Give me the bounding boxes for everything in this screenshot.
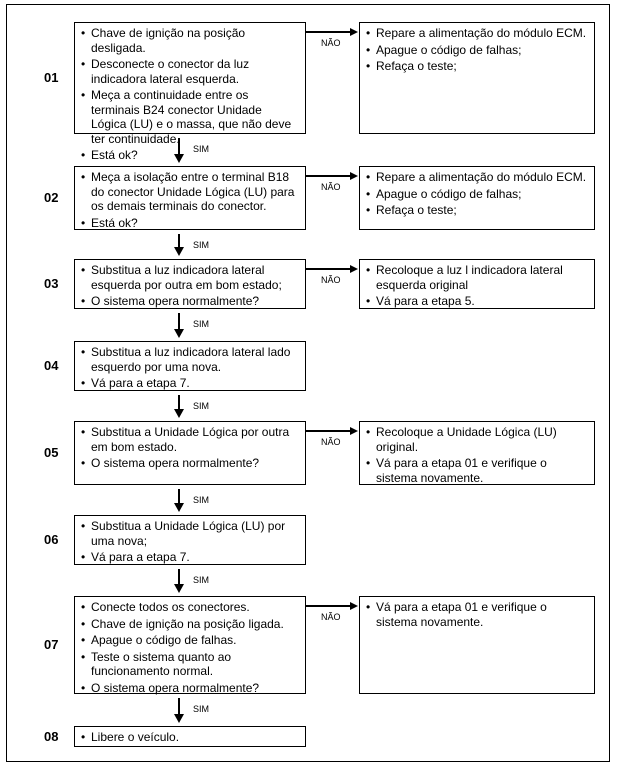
step-action: O sistema opera normalmente? [81, 456, 299, 471]
step-action: Teste o sistema quanto ao funcionamento … [81, 650, 299, 679]
no-branch-action-list: Recoloque a Unidade Lógica (LU) original… [366, 425, 588, 485]
step-action: Substitua a luz indicadora lateral esque… [81, 263, 299, 292]
no-branch-action: Vá para a etapa 5. [366, 294, 588, 309]
no-branch-box: Vá para a etapa 01 e verifique o sistema… [359, 596, 595, 694]
yes-label: SIM [193, 240, 210, 250]
no-branch-action: Repare a alimentação do módulo ECM. [366, 170, 588, 185]
no-branch-action: Refaça o teste; [366, 59, 588, 74]
step-box: Conecte todos os conectores. Chave de ign… [74, 596, 306, 695]
step-box: Substitua a luz indicadora lateral esque… [74, 259, 306, 309]
step-number: 08 [44, 728, 59, 744]
step-action: Vá para a etapa 7. [81, 550, 299, 565]
no-branch-action-list: Repare a alimentação do módulo ECM. Apagu… [366, 170, 588, 218]
no-branch-action: Recoloque a luz l indicadora lateral esq… [366, 263, 588, 292]
step-action-list: Substitua a Unidade Lógica (LU) por uma … [81, 519, 299, 565]
yes-label: SIM [193, 495, 210, 505]
step-action-list: Libere o veículo. [81, 730, 299, 745]
no-branch-action-list: Repare a alimentação do módulo ECM. Apagu… [366, 26, 588, 74]
step-box: Libere o veículo. [74, 726, 306, 747]
no-label: NÃO [321, 437, 341, 447]
no-label: NÃO [321, 38, 341, 48]
step-action: Substitua a Unidade Lógica por outra em … [81, 425, 299, 454]
step-action: Meça a continuidade entre os terminais B… [81, 88, 299, 146]
step-number: 02 [44, 190, 59, 205]
step-action: O sistema opera normalmente? [81, 681, 299, 696]
step-action: Desconecte o conector da luz indicadora … [81, 57, 299, 86]
step-action: Vá para a etapa 7. [81, 376, 299, 391]
step-action-list: Substitua a luz indicadora lateral esque… [81, 263, 299, 309]
yes-label: SIM [193, 575, 210, 585]
no-label: NÃO [321, 182, 341, 192]
step-action: Chave de ignição na posição desligada. [81, 26, 299, 55]
step-action-list: Chave de ignição na posição desligada.De… [81, 26, 299, 163]
no-branch-box: Recoloque a luz l indicadora lateral esq… [359, 259, 595, 309]
step-number: 03 [44, 276, 59, 291]
step-box: Substitua a luz indicadora lateral lado … [74, 341, 306, 391]
no-branch-action: Vá para a etapa 01 e verifique o sistema… [366, 456, 588, 485]
step-number: 07 [44, 637, 59, 652]
step-number: 05 [44, 445, 59, 460]
step-action-list: Substitua a Unidade Lógica por outra em … [81, 425, 299, 471]
step-action: Substitua a Unidade Lógica (LU) por uma … [81, 519, 299, 548]
no-branch-action-list: Vá para a etapa 01 e verifique o sistema… [366, 600, 588, 629]
no-branch-action: Vá para a etapa 01 e verifique o sistema… [366, 600, 588, 629]
step-action: Apague o código de falhas. [81, 633, 299, 648]
yes-label: SIM [193, 144, 210, 154]
step-action-list: Meça a isolação entre o terminal B18 do … [81, 170, 299, 230]
step-action: Conecte todos os conectores. [81, 600, 299, 615]
step-number: 04 [44, 358, 59, 373]
step-box: Meça a isolação entre o terminal B18 do … [74, 166, 306, 230]
yes-label: SIM [193, 319, 210, 329]
step-number: 01 [44, 70, 59, 85]
step-action-list: Conecte todos os conectores. Chave de ign… [81, 600, 299, 695]
step-box: Chave de ignição na posição desligada.De… [74, 22, 306, 162]
yes-label: SIM [193, 704, 210, 714]
yes-label: SIM [193, 401, 210, 411]
step-number: 06 [44, 532, 59, 547]
step-box: Substitua a Unidade Lógica por outra em … [74, 421, 306, 485]
step-action: Substitua a luz indicadora lateral lado … [81, 345, 299, 374]
no-label: NÃO [321, 275, 341, 285]
step-box: Substitua a Unidade Lógica (LU) por uma … [74, 515, 306, 565]
no-branch-box: Repare a alimentação do módulo ECM. Apagu… [359, 22, 595, 134]
no-branch-box: Repare a alimentação do módulo ECM. Apagu… [359, 166, 595, 230]
no-branch-action: Repare a alimentação do módulo ECM. [366, 26, 588, 41]
step-action-list: Substitua a luz indicadora lateral lado … [81, 345, 299, 391]
no-branch-action-list: Recoloque a luz l indicadora lateral esq… [366, 263, 588, 309]
step-action: Libere o veículo. [81, 730, 299, 745]
step-action: Está ok? [81, 148, 299, 163]
no-branch-box: Recoloque a Unidade Lógica (LU) original… [359, 421, 595, 485]
no-branch-action: Refaça o teste; [366, 203, 588, 218]
diagram-frame [6, 4, 610, 762]
no-branch-action: Apague o código de falhas; [366, 187, 588, 202]
step-action: Está ok? [81, 216, 299, 231]
no-label: NÃO [321, 612, 341, 622]
step-action: O sistema opera normalmente? [81, 294, 299, 309]
no-branch-action: Recoloque a Unidade Lógica (LU) original… [366, 425, 588, 454]
no-branch-action: Apague o código de falhas; [366, 43, 588, 58]
step-action: Chave de ignição na posição ligada. [81, 617, 299, 632]
step-action: Meça a isolação entre o terminal B18 do … [81, 170, 299, 214]
